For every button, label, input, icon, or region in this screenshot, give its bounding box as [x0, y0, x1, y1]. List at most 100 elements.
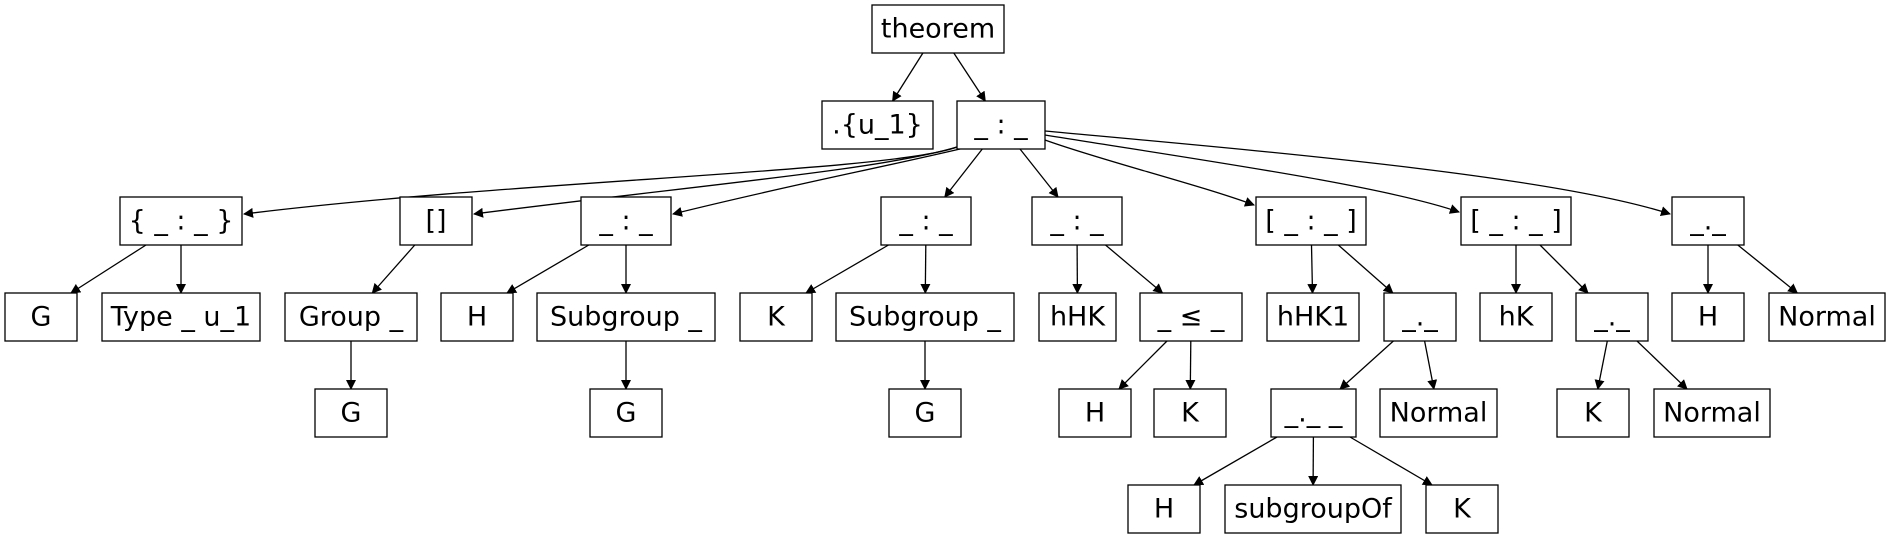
- node-box: [1671, 196, 1745, 246]
- node-label: hHK: [1050, 302, 1106, 333]
- node-box: [1270, 388, 1357, 438]
- tree-node-h-le: H: [1058, 388, 1132, 438]
- node-box: [101, 292, 261, 342]
- node-box: [1479, 292, 1553, 342]
- edge-arrow: [1019, 148, 1059, 198]
- tree-node-hhk: hHK: [1038, 292, 1117, 342]
- node-label: subgroupOf: [1234, 494, 1393, 525]
- node-box: [871, 4, 1005, 54]
- edge-arrow: [473, 146, 958, 218]
- edge-theorem-to-colon_root: [953, 52, 986, 102]
- node-label: [ _ : _ ]: [1265, 206, 1357, 237]
- tree-node-k-hk: K: [1556, 388, 1630, 438]
- edge-arrow: [1118, 340, 1168, 390]
- node-box: [284, 292, 418, 342]
- edge-colon_root-to-colon_hhk: [1019, 148, 1059, 198]
- node-label: K: [1584, 398, 1603, 429]
- nodes-layer: theorem.{u_1}_ : _{ _ : _ }[]_ : __ : __…: [4, 4, 1886, 534]
- edge-arrow: [892, 52, 924, 102]
- edge-arrow: [1594, 340, 1608, 390]
- node-label: _._: [1401, 302, 1438, 333]
- node-box: [580, 196, 672, 246]
- tree-node-k1: K: [739, 292, 813, 342]
- node-box: [1556, 388, 1630, 438]
- tree-node-subgroup-k: Subgroup _: [835, 292, 1015, 342]
- node-label: _._: [1593, 302, 1630, 333]
- node-box: [1266, 292, 1360, 342]
- node-box: [1425, 484, 1499, 534]
- tree-node-g-group: G: [314, 388, 388, 438]
- edge-colon_root-to-dot_root: [1044, 130, 1671, 216]
- node-box: [1038, 292, 1117, 342]
- edge-arrow: [920, 244, 931, 294]
- node-label: Normal: [1778, 302, 1876, 333]
- edge-colon_root-to-inst_hk: [1044, 134, 1460, 214]
- edge-colon_k-to-k1: [805, 244, 889, 294]
- node-box: [880, 196, 972, 246]
- tree-node-colon-hhk: _ : _: [1031, 196, 1123, 246]
- edge-arrow: [1539, 244, 1589, 294]
- tree-node-normal-hk: Normal: [1653, 388, 1771, 438]
- node-label: K: [1181, 398, 1200, 429]
- tree-node-inst-hk: [ _ : _ ]: [1460, 196, 1572, 246]
- tree-node-h-app: H: [1127, 484, 1201, 534]
- node-label: G: [341, 398, 362, 429]
- edge-arrow: [1349, 436, 1433, 486]
- node-box: [4, 292, 78, 342]
- edge-colon_hhk-to-le: [1105, 244, 1164, 294]
- edge-arrow: [805, 244, 889, 294]
- edge-dot_hhk1-to-app: [1339, 340, 1394, 390]
- node-label: _._ _: [1284, 398, 1343, 429]
- tree-node-g1: G: [4, 292, 78, 342]
- node-box: [1139, 292, 1243, 342]
- node-label: H: [1698, 302, 1718, 333]
- edge-colon_h-to-h1: [506, 244, 590, 294]
- edge-inst_hk-to-dot_hk: [1539, 244, 1589, 294]
- node-box: [314, 388, 388, 438]
- tree-node-normal-hhk1: Normal: [1379, 388, 1498, 438]
- edge-arrow: [243, 146, 958, 218]
- node-label: G: [616, 398, 637, 429]
- node-box: [835, 292, 1015, 342]
- node-label: _ ≤ _: [1157, 302, 1225, 333]
- node-label: theorem: [881, 14, 995, 45]
- edge-arrow: [1044, 134, 1460, 214]
- node-label: Subgroup _: [550, 302, 702, 333]
- edge-arrow: [506, 244, 590, 294]
- node-box: [1768, 292, 1886, 342]
- tree-node-g-subh: G: [589, 388, 663, 438]
- node-label: Group _: [299, 302, 404, 333]
- edge-arrow: [1737, 244, 1799, 294]
- edge-arrow: [1105, 244, 1164, 294]
- edge-arrow: [1307, 244, 1318, 294]
- node-box: [1653, 388, 1771, 438]
- edge-dot_root-to-normal_root: [1737, 244, 1799, 294]
- edge-colon_root-to-inst_hhk1: [1044, 139, 1255, 207]
- edge-inst_hhk1-to-dot_hhk1: [1337, 244, 1394, 294]
- tree-node-type-u1: Type _ u_1: [101, 292, 261, 342]
- tree-node-h1: H: [440, 292, 514, 342]
- tree-node-colon-h: _ : _: [580, 196, 672, 246]
- tree-node-dot-hhk1: _._: [1383, 292, 1457, 342]
- node-box: [888, 388, 962, 438]
- edge-dot_hk-to-normal_hk: [1636, 340, 1688, 390]
- edge-colon_root-to-colon_h: [672, 148, 961, 217]
- edge-dot_hk-to-k_hk: [1594, 340, 1608, 390]
- edge-colon_k-to-subgroup_k: [920, 244, 931, 294]
- edge-colon_root-to-colon_k: [944, 148, 983, 198]
- node-box: [821, 100, 934, 150]
- node-box: [1127, 484, 1201, 534]
- edge-inst-to-group: [371, 244, 416, 294]
- tree-node-inst: []: [399, 196, 473, 246]
- node-box: [1575, 292, 1649, 342]
- tree-node-colon-k: _ : _: [880, 196, 972, 246]
- tree-node-dot-hk: _._: [1575, 292, 1649, 342]
- edge-colon_root-to-inst: [473, 146, 958, 218]
- edge-arrow: [1337, 244, 1394, 294]
- edge-arrow: [1423, 340, 1438, 390]
- node-box: [119, 196, 243, 246]
- tree-node-g-subk: G: [888, 388, 962, 438]
- node-box: [1153, 388, 1227, 438]
- tree-node-app: _._ _: [1270, 388, 1357, 438]
- node-label: _ : _: [898, 206, 953, 237]
